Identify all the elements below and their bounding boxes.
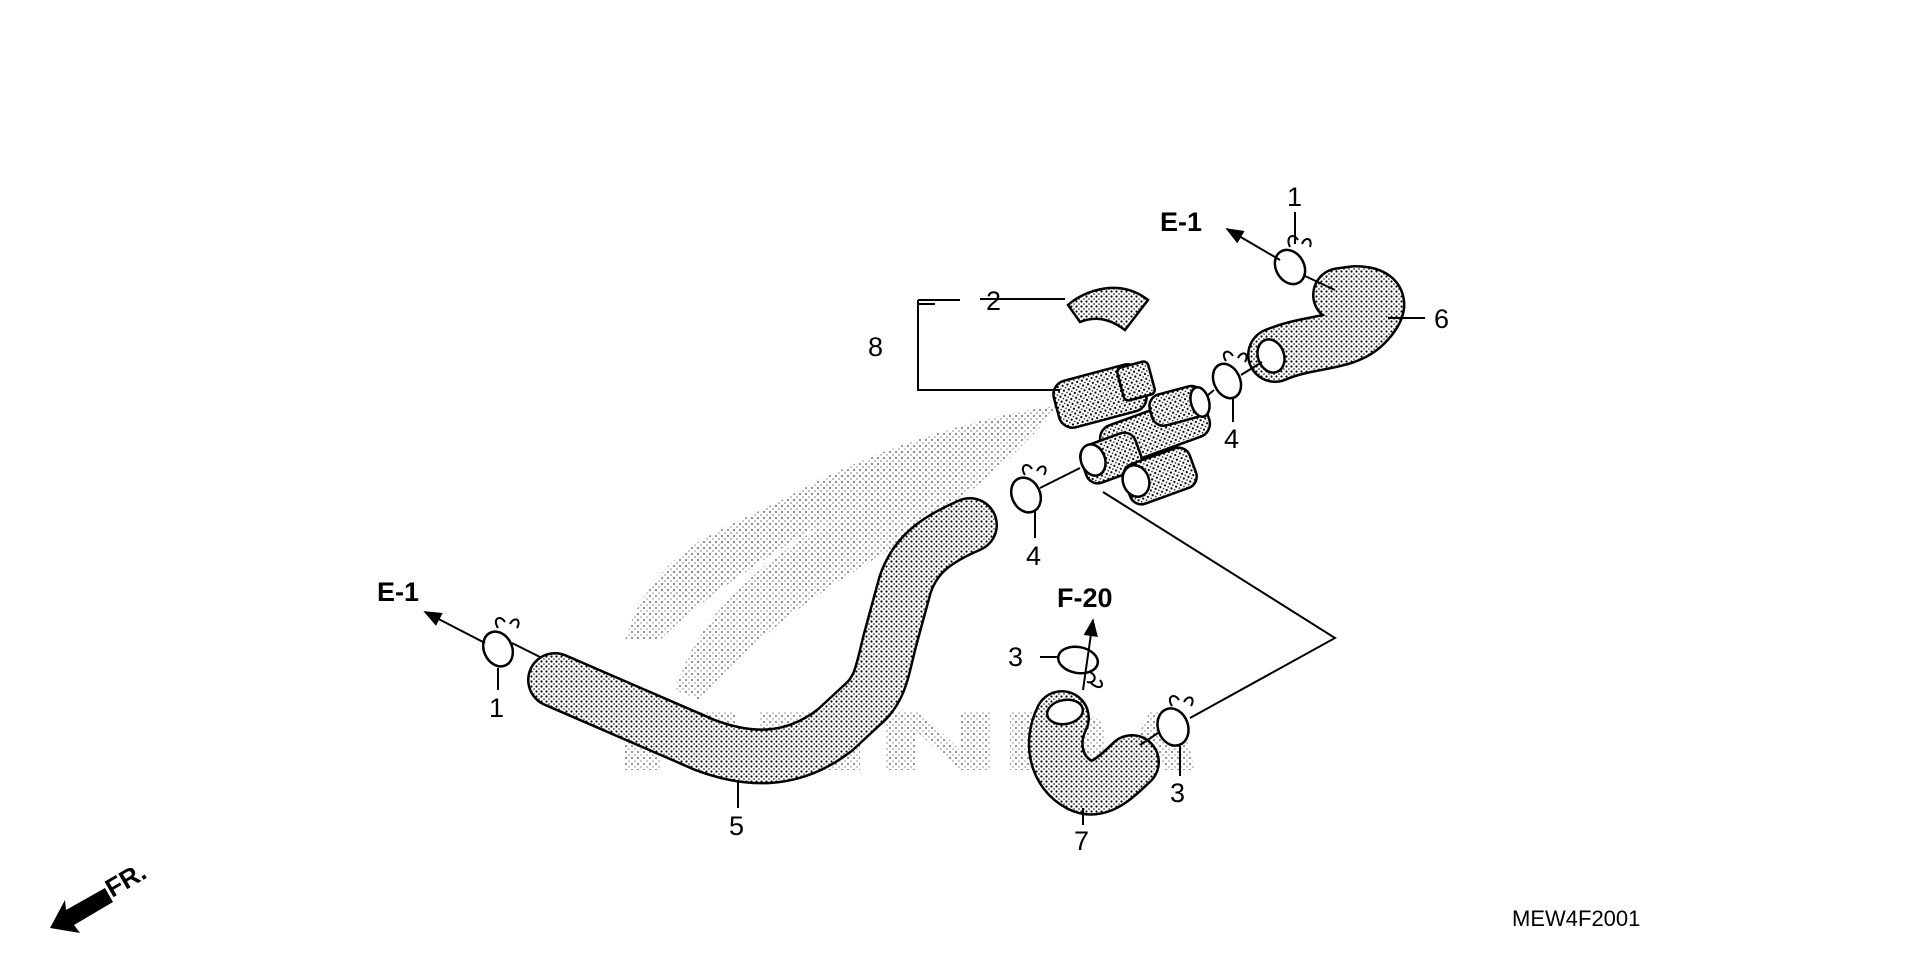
- callout-8: 8: [868, 332, 883, 362]
- callout-5: 5: [729, 811, 744, 841]
- valve-outlet-right-opening: [1189, 386, 1211, 418]
- callout-3-lower: 3: [1170, 778, 1185, 808]
- callout-3-upper: 3: [1008, 642, 1023, 672]
- honda-wing-lower: [760, 440, 990, 590]
- reference-e1-top: E-1: [1160, 207, 1202, 237]
- hose-7: [1027, 690, 1160, 816]
- valve-connector: [1116, 360, 1156, 402]
- callout-4-upper: 4: [1224, 424, 1239, 454]
- callout-2: 2: [986, 286, 1001, 316]
- valve-outlet-lower-opening: [1121, 464, 1151, 498]
- reference-e1-left: E-1: [377, 577, 419, 607]
- leader-lines: [423, 212, 1425, 825]
- callout-6: 6: [1434, 304, 1449, 334]
- clip-3-lower: [1156, 695, 1194, 747]
- reference-f20: F-20: [1057, 583, 1113, 613]
- valve-assembly-8: [1052, 360, 1212, 506]
- clip-4-lower: [1009, 464, 1047, 514]
- clip-1-left: [481, 617, 520, 668]
- clip-3-upper: [1056, 645, 1103, 688]
- callout-7: 7: [1074, 826, 1089, 856]
- cover-2: [1066, 286, 1150, 332]
- callout-4-lower: 4: [1026, 541, 1041, 571]
- hose-6-end-opening: [1256, 338, 1286, 374]
- valve-outlet-upper-left-opening: [1079, 443, 1107, 477]
- callout-1-left: 1: [489, 693, 504, 723]
- diagram-code: MEW4F2001: [1512, 906, 1640, 931]
- clip-4-upper: [1211, 350, 1248, 400]
- hose-5: [527, 497, 998, 785]
- hose-6: [1247, 265, 1406, 383]
- hose-7-end-opening: [1045, 698, 1085, 726]
- callout-1-top: 1: [1287, 182, 1302, 212]
- front-direction-indicator: FR.: [50, 856, 151, 933]
- front-arrow-icon: [50, 888, 113, 933]
- clip-1-top: [1273, 235, 1312, 286]
